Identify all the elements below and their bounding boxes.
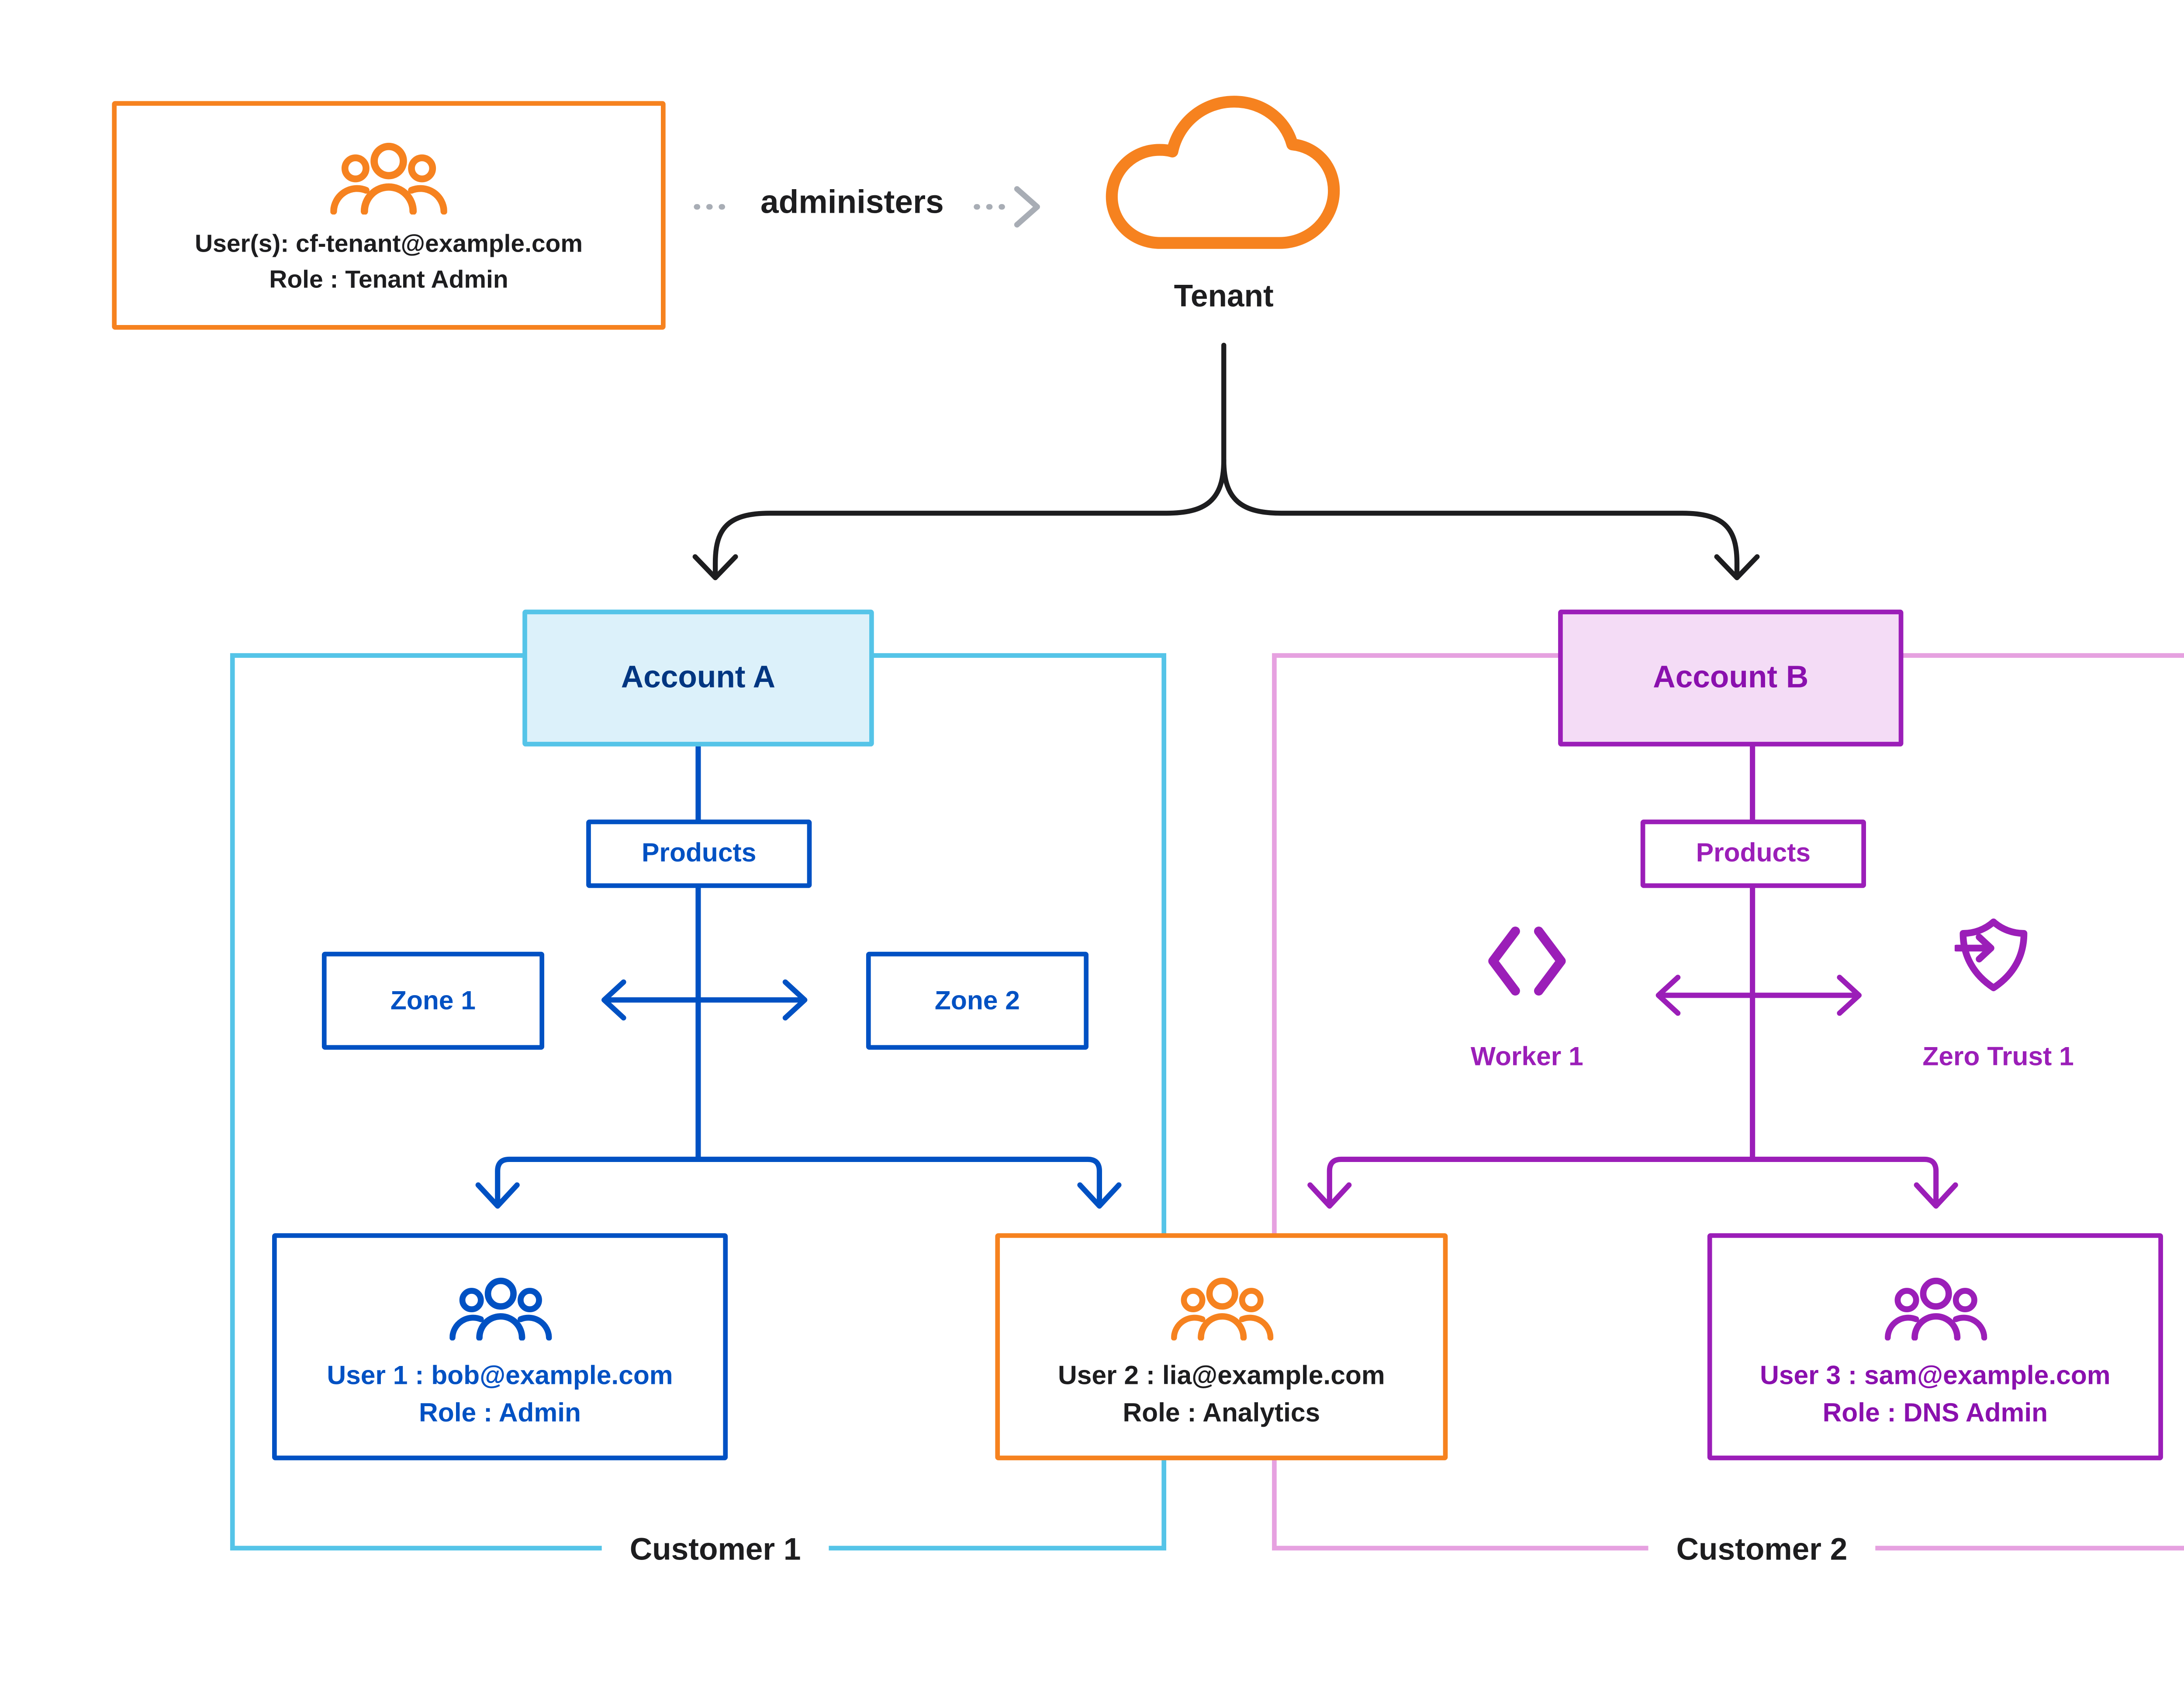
user3-role: Role : DNS Admin [1822, 1397, 2048, 1427]
tenant-admin-role: Role : Tenant Admin [269, 267, 508, 294]
administers-dotted-arrow [694, 186, 1040, 228]
tenant-cloud [1092, 87, 1353, 270]
user1-text: User 1 : bob@example.com Role : Admin [327, 1357, 673, 1431]
user3-box: User 3 : sam@example.com Role : DNS Admi… [1707, 1233, 2163, 1460]
zone1-box: Zone 1 [321, 951, 544, 1050]
cloud-icon [1106, 96, 1340, 249]
user3-email: User 3 : sam@example.com [1760, 1360, 2111, 1390]
account-b-tree [1307, 743, 1958, 1209]
tenant-label: Tenant [1174, 280, 1274, 315]
tenant-admin-user: User(s): cf-tenant@example.com [194, 232, 583, 259]
account-a-tree [475, 743, 1122, 1209]
administers-label: administers [760, 185, 944, 221]
shield-arrow-icon [1954, 918, 2028, 992]
products-a-box: Products [586, 820, 812, 888]
account-a-label: Account A [621, 660, 776, 695]
worker1-label: Worker 1 [1470, 1042, 1583, 1072]
account-b-box: Account B [1558, 609, 1904, 747]
users-group-icon [330, 140, 448, 215]
products-a-label: Products [642, 838, 757, 868]
zone1-label: Zone 1 [390, 985, 476, 1015]
user1-email: User 1 : bob@example.com [327, 1360, 673, 1390]
tenant-admin-text: User(s): cf-tenant@example.com Role : Te… [195, 229, 583, 300]
user2-box: User 2 : lia@example.com Role : Analytic… [995, 1233, 1448, 1460]
user2-role: Role : Analytics [1123, 1397, 1320, 1427]
user3-text: User 3 : sam@example.com Role : DNS Admi… [1760, 1357, 2111, 1431]
users-group-icon [1170, 1275, 1273, 1340]
products-b-box: Products [1640, 820, 1866, 888]
code-brackets-icon [1488, 927, 1566, 996]
users-group-icon [449, 1275, 551, 1340]
tenant-admin-box: User(s): cf-tenant@example.com Role : Te… [112, 101, 666, 330]
users-group-icon [1884, 1275, 1987, 1340]
tenant-to-accounts-arrow [692, 342, 1760, 581]
user2-text: User 2 : lia@example.com Role : Analytic… [1058, 1357, 1385, 1431]
customer2-label: Customer 2 [1648, 1525, 1876, 1576]
user1-role: Role : Admin [419, 1397, 581, 1427]
user1-box: User 1 : bob@example.com Role : Admin [272, 1233, 728, 1460]
customer1-label: Customer 1 [601, 1525, 829, 1576]
zone2-box: Zone 2 [866, 951, 1089, 1050]
account-b-label: Account B [1653, 660, 1809, 695]
zero-trust1-label: Zero Trust 1 [1922, 1042, 2074, 1072]
user2-email: User 2 : lia@example.com [1058, 1360, 1385, 1390]
account-a-box: Account A [522, 609, 874, 747]
zone2-label: Zone 2 [934, 985, 1020, 1015]
products-b-label: Products [1696, 838, 1811, 868]
